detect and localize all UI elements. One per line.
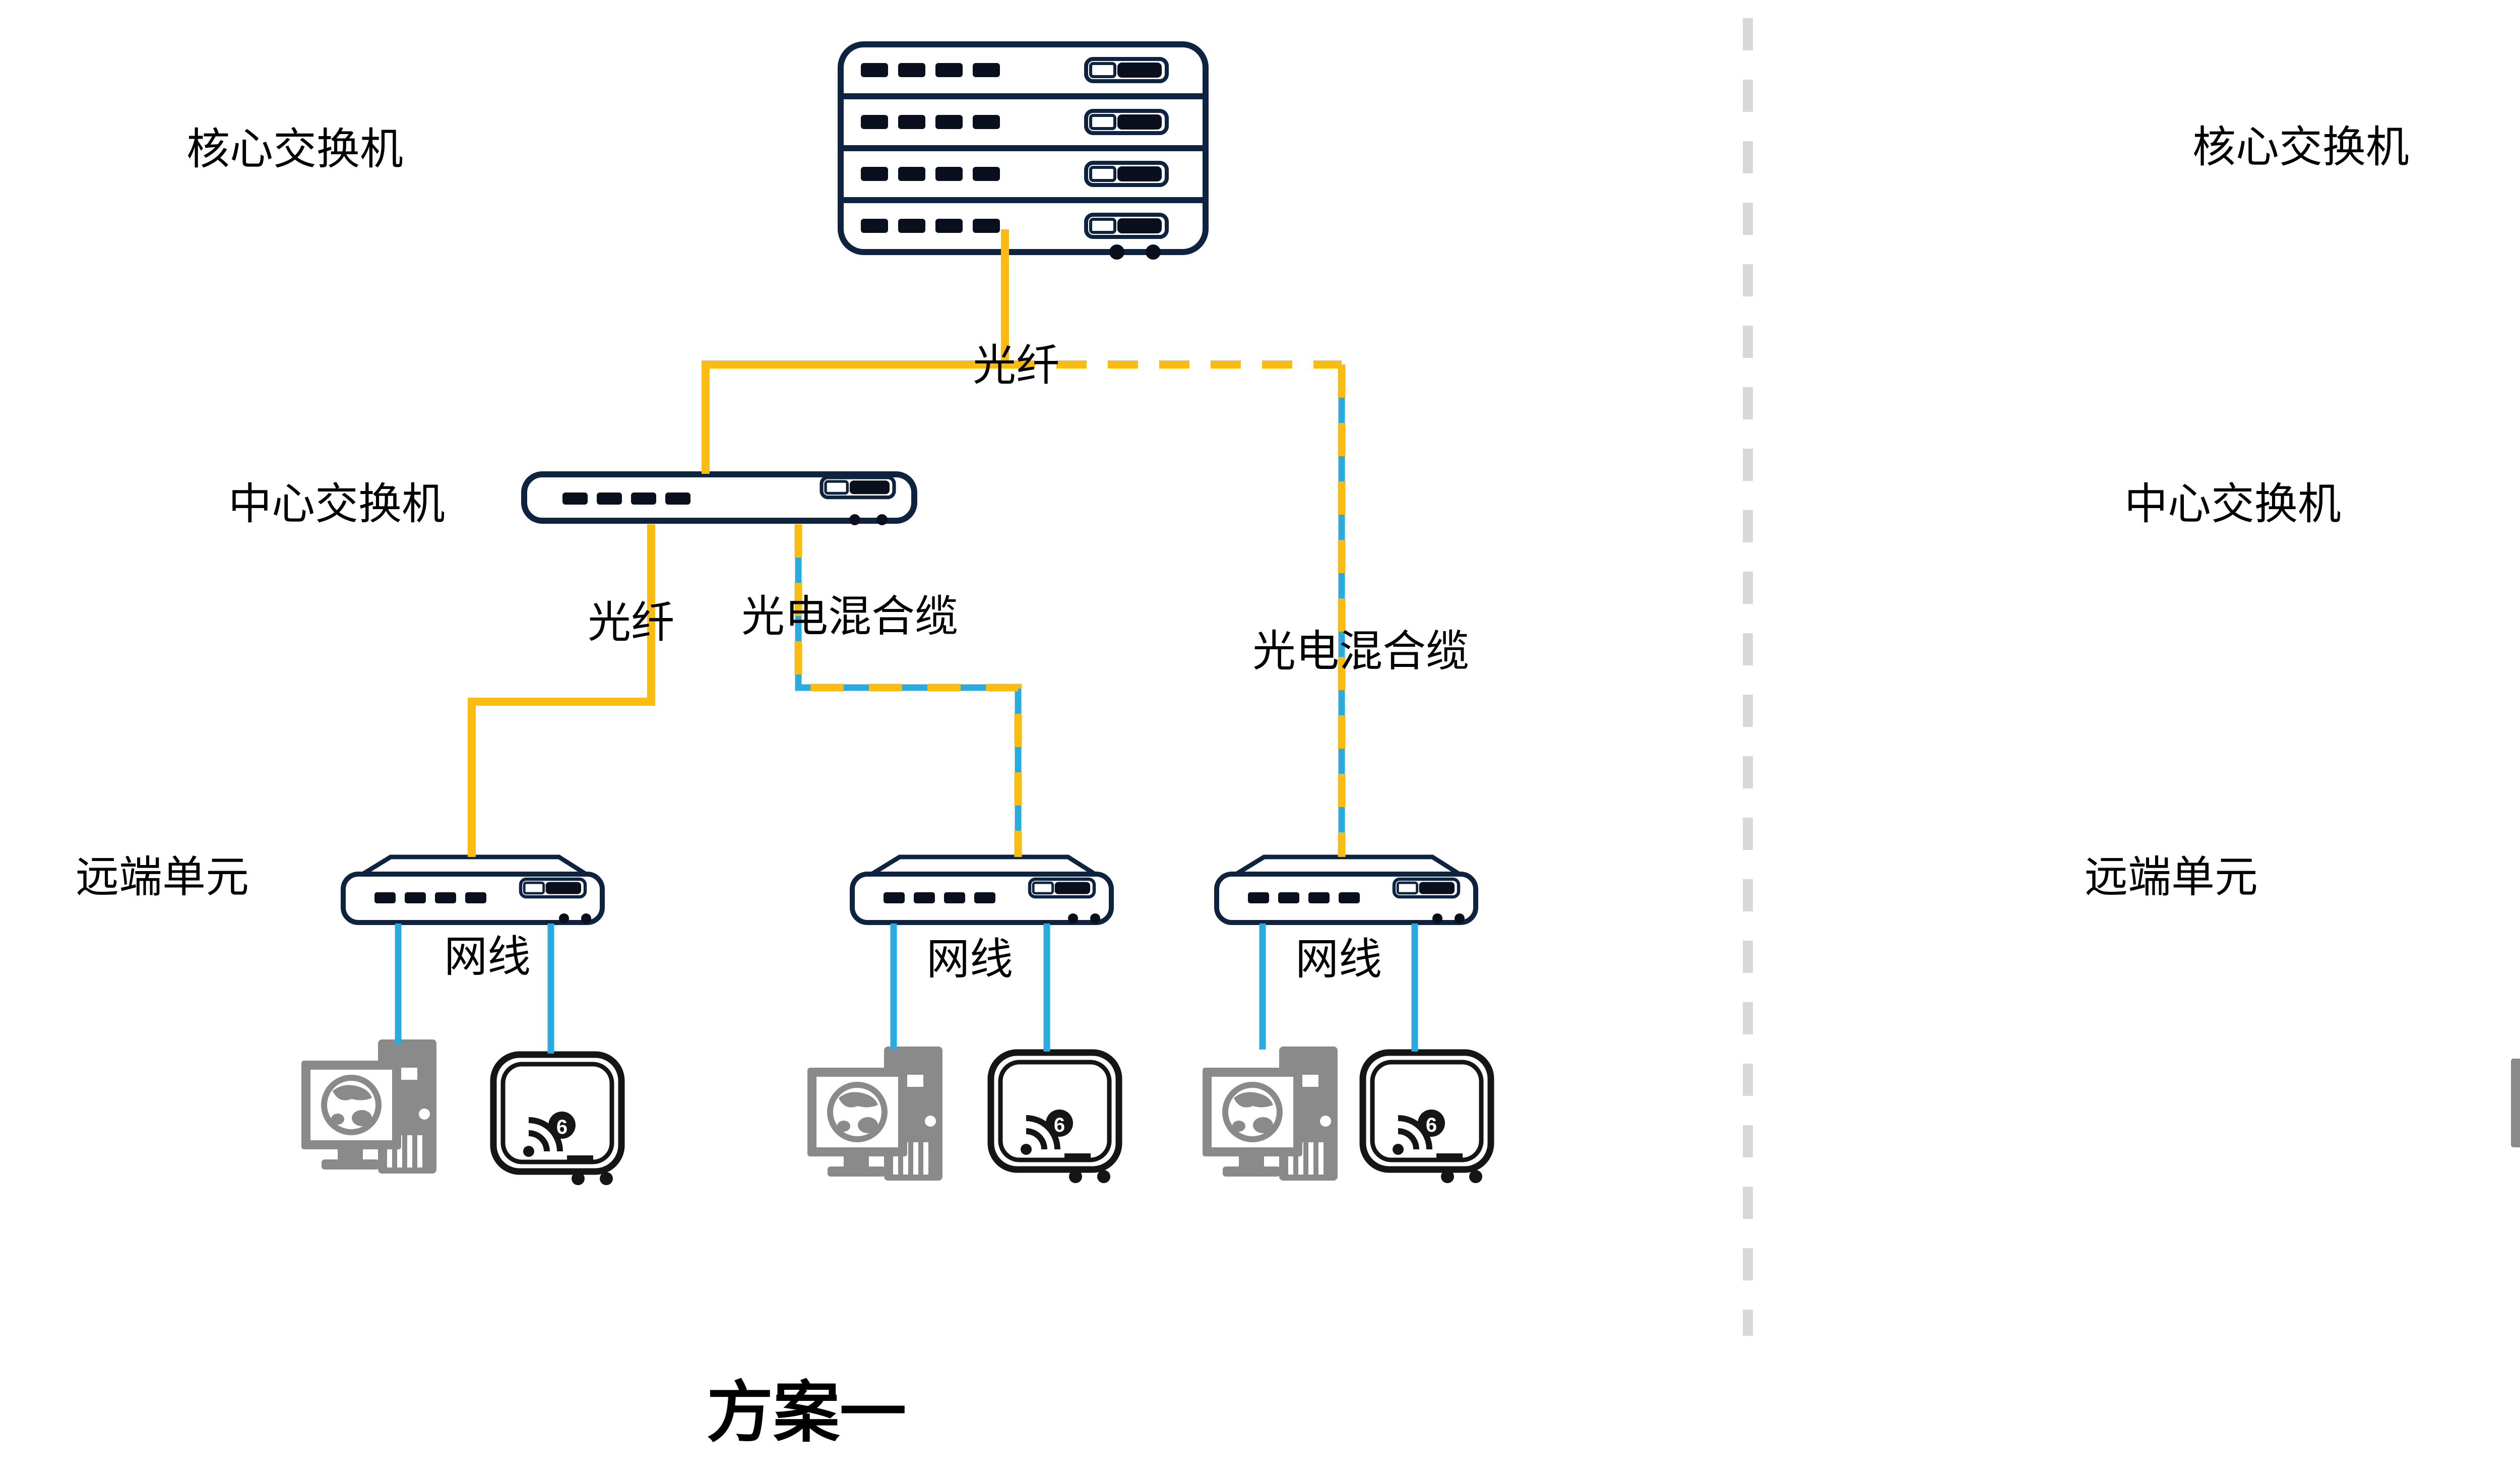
scheme1-cables: [395, 229, 1418, 1054]
scheme1-remote-unit-label: 远端单元: [76, 853, 249, 901]
scheme1-remote-unit-2: [852, 857, 1111, 924]
scheme1-hybrid-cable-2-optic: [794, 524, 1022, 857]
scheme1-wifi-ap-3: [1363, 1053, 1491, 1183]
scheme1-remote-unit-3: [1217, 857, 1476, 924]
scheme2-remote-unit-label: 远端单元: [2085, 853, 2258, 901]
scheme1-core-switch-label: 核心交换机: [186, 125, 403, 173]
scheme1-fiber-mid-label: 光纤: [588, 598, 674, 647]
scheme1-hybrid-right-label: 光电混合缆: [1252, 627, 1469, 675]
scheme1-center-switch-label: 中心交换机: [228, 480, 445, 528]
scheme1-center-switch: [524, 474, 914, 525]
scheme2-labels: 核心交换机 光纤 中心交换机 光纤 光电混合缆 远端单元 网线 方案二: [2085, 123, 2409, 901]
scheme1-fiber-core-to-center: [702, 229, 1009, 474]
scheme1-ethernet-label-1: 网线: [444, 933, 531, 981]
scheme1-fiber-center-to-remote1: [468, 524, 655, 857]
scheme1-ethernet-label-3: 网线: [1295, 935, 1382, 983]
scheme1-fiber-top-label: 光纤: [973, 341, 1059, 390]
scheme1-wifi-ap-2: [991, 1053, 1119, 1183]
scheme1-hybrid-mid-label: 光电混合缆: [741, 592, 958, 641]
scheme1-title: 方案一: [707, 1376, 906, 1450]
scheme1-ethernet-label-2: 网线: [926, 935, 1013, 983]
scheme1-remote-unit-1: [343, 857, 602, 924]
scheme1-labels: 核心交换机 光纤 中心交换机 光纤 光电混合缆 光电混合缆 远端单元 网线 网线…: [76, 125, 1469, 1450]
scheme1-core-switch: [841, 44, 1206, 260]
scheme2-core-switch-label: 核心交换机: [2192, 123, 2409, 171]
scheme1-wifi-ap-1: [493, 1055, 621, 1185]
scheme2-center-switch-label: 中心交换机: [2124, 480, 2341, 528]
